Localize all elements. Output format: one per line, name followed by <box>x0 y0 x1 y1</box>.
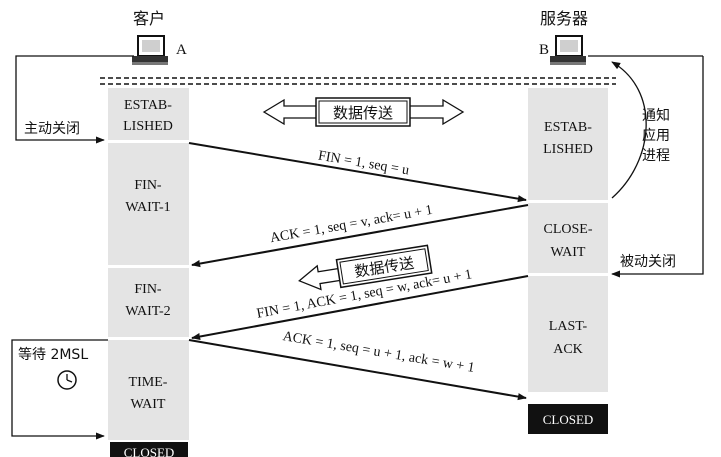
server-state-close-wait <box>528 203 608 273</box>
client-time-wait-line1: TIME- <box>129 375 168 390</box>
client-established-line1: ESTAB- <box>124 98 172 113</box>
client-state-closed <box>110 442 188 457</box>
ack2-segment-label: ACK = 1, seq = u + 1, ack = w + 1 <box>282 329 476 376</box>
wait-2msl-label: 等待 2MSL <box>18 346 88 363</box>
ack1-segment-arrow <box>191 204 529 268</box>
server-last-ack-line2: ACK <box>553 342 583 357</box>
server-state-column <box>528 88 608 434</box>
server-closed-label: CLOSED <box>543 412 594 427</box>
ack1-segment-label: ACK = 1, seq = v, ack= u + 1 <box>269 203 434 246</box>
clock-icon <box>57 370 77 390</box>
fin1-segment-label: FIN = 1, seq = u <box>317 149 410 179</box>
fin1-segment-arrow <box>188 142 527 203</box>
notify-app-line2: 应用 <box>642 127 670 144</box>
client-time-wait-line2: WAIT <box>131 397 166 412</box>
data-transfer-top-arrow <box>262 97 465 127</box>
notify-app-line1: 通知 <box>642 107 670 124</box>
server-state-last-ack <box>528 276 608 392</box>
client-state-time-wait <box>108 340 189 440</box>
server-title: 服务器 <box>540 9 588 28</box>
client-computer-icon <box>132 35 168 65</box>
time-wait-loop-arrow <box>11 339 108 440</box>
client-title: 客户 <box>133 9 165 28</box>
ack2-segment-arrow <box>188 339 527 401</box>
notify-app-line3: 进程 <box>642 148 670 164</box>
server-last-ack-line1: LAST- <box>549 319 588 334</box>
server-state-closed <box>528 404 608 434</box>
passive-close-label: 被动关闭 <box>620 254 676 270</box>
server-established-line2: LISHED <box>543 142 593 157</box>
server-state-established <box>528 88 608 200</box>
data-transfer-top-label: 数据传送 <box>333 104 393 122</box>
client-closed-label: CLOSED <box>124 445 175 457</box>
client-state-fin-wait-2 <box>108 268 189 337</box>
passive-close-arrow <box>611 56 704 278</box>
client-fin-wait-2-line1: FIN- <box>134 282 162 297</box>
client-fin-wait-2-line2: WAIT-2 <box>125 304 170 319</box>
client-established-line2: LISHED <box>123 119 173 134</box>
notify-app-arrow <box>611 61 647 199</box>
client-fin-wait-1-line1: FIN- <box>134 178 162 193</box>
server-computer-icon <box>550 35 586 65</box>
fin2-segment-arrow <box>191 275 529 341</box>
server-close-wait-line2: WAIT <box>551 245 586 260</box>
active-close-label: 主动关闭 <box>24 121 80 137</box>
client-state-column <box>108 88 189 457</box>
client-fin-wait-1-line2: WAIT-1 <box>125 200 170 215</box>
server-established-line1: ESTAB- <box>544 120 592 135</box>
server-close-wait-line1: CLOSE- <box>544 222 593 237</box>
data-transfer-mid-arrow: 数据传送 <box>298 244 433 291</box>
active-close-arrow <box>15 55 134 144</box>
client-host-label: A <box>176 42 187 58</box>
server-host-label: B <box>539 42 549 58</box>
client-state-fin-wait-1 <box>108 143 189 265</box>
client-state-established <box>108 88 189 140</box>
